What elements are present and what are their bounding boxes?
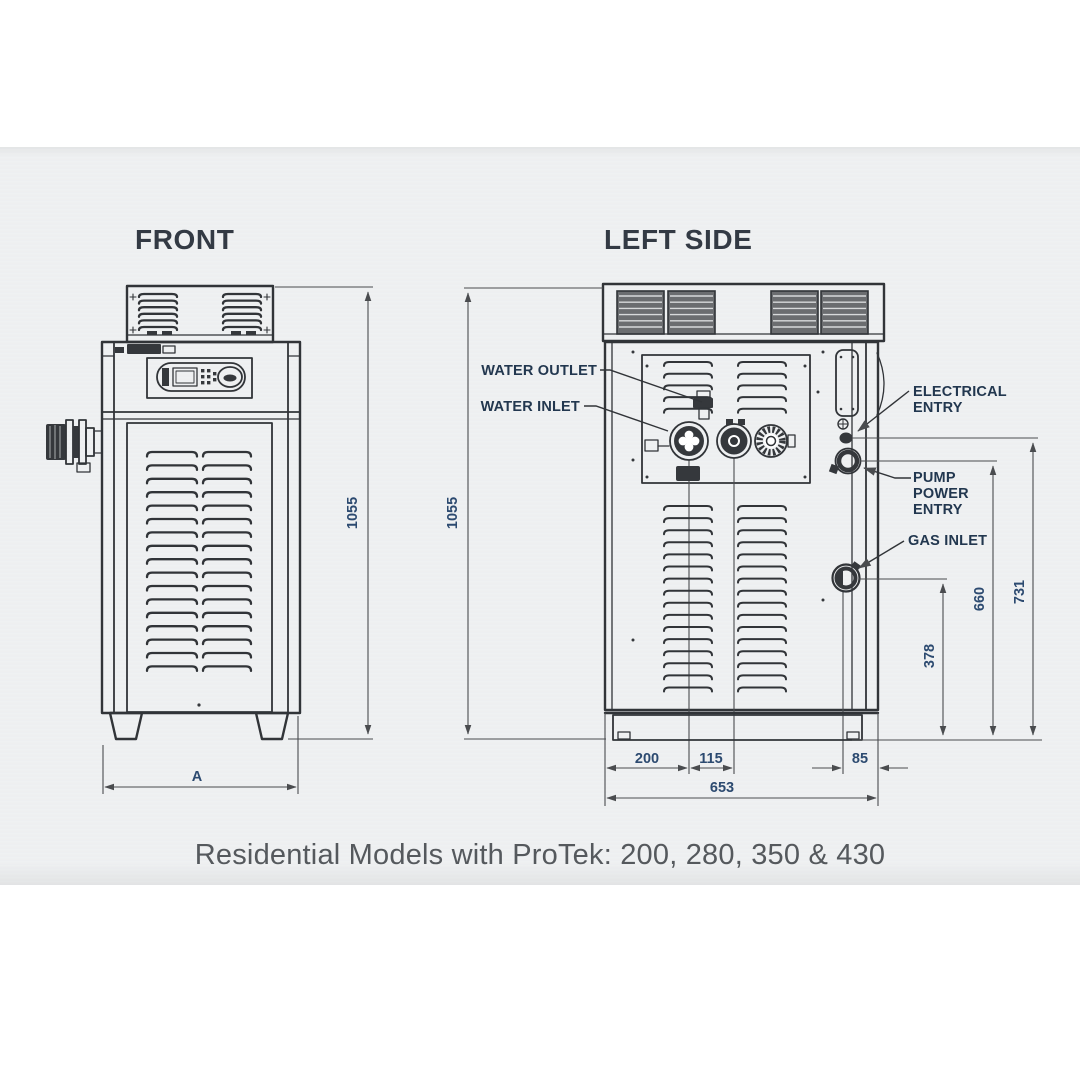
front-vent-cap [125,284,275,344]
front-view: 1055 A [46,284,373,794]
bottom-dimensions: 200 115 85 653 [604,713,908,806]
pump-height-label: 660 [972,587,988,611]
water-spacing-label: 115 [699,751,722,767]
electrical-entry-symbol [837,418,853,444]
control-panel [146,357,253,399]
right-dimensions: 731 660 378 [852,437,1042,741]
left-side-view-title: LEFT SIDE [604,224,753,255]
panel-screws [645,364,807,479]
cap-louver-feet [147,331,256,335]
water-outlet-fitting [693,390,713,420]
front-feet [108,711,290,741]
side-height-dimension: 1055 [445,287,606,740]
side-body [603,340,880,712]
pump-power-label-3: ENTRY [913,502,963,518]
pump-power-label-1: PUMP [913,470,956,486]
water-inlet-port [669,421,709,481]
side-height-label: 1055 [445,497,461,529]
side-plinth [603,711,880,741]
electrical-entry-label-1: ELECTRICAL [913,384,1007,400]
panel-louvers [663,361,787,414]
front-height-label: 1055 [345,497,361,529]
lcd-display [172,367,198,387]
control-dial [217,366,243,388]
front-body [100,340,302,715]
gas-height-label: 378 [922,644,938,668]
left-side-view: 1055 731 660 378 200 [445,282,1042,806]
callout-water-inlet: WATER INLET [481,399,669,432]
screw-marks [129,293,271,334]
caption: Residential Models with ProTek: 200, 280… [194,839,886,871]
front-height-dimension: 1055 [275,286,373,740]
gas-inlet-port [831,561,861,774]
side-width-label: 653 [710,780,734,796]
front-width-label: A [192,769,203,785]
mounting-bracket [644,439,670,452]
side-body-louvers [663,505,787,693]
textured-background-band [0,147,1080,885]
callout-pump-power-entry: PUMP POWER ENTRY [863,467,969,518]
callout-water-outlet: WATER OUTLET [481,363,703,403]
pump-power-port [828,447,862,475]
gas-offset-label: 85 [852,751,868,767]
water-inlet-label: WATER INLET [481,399,580,415]
plumbing-panel [641,354,811,774]
side-vent-cap [601,282,886,343]
front-top-connector [115,344,176,354]
ribbed-port [754,424,796,458]
callout-gas-inlet: GAS INLET [858,533,987,569]
water-outlet-label: WATER OUTLET [481,363,597,379]
front-width-dimension: A [102,716,299,794]
front-view-title: FRONT [135,224,235,255]
cap-louver-blocks [616,290,869,335]
cap-louver-slats [137,292,263,332]
water-port-2 [716,419,752,459]
electrical-height-label: 731 [1012,580,1028,604]
screw-dots [631,350,825,642]
control-buttons [201,369,217,385]
electrical-entry-label-2: ENTRY [913,400,963,416]
callout-electrical-entry: ELECTRICAL ENTRY [857,384,1007,432]
water-inlet-offset-label: 200 [635,751,659,767]
access-door [835,349,885,417]
side-water-fitting [46,419,103,473]
gas-inlet-label: GAS INLET [908,533,987,549]
pump-power-label-2: POWER [913,486,969,502]
front-body-louvers [145,450,253,673]
